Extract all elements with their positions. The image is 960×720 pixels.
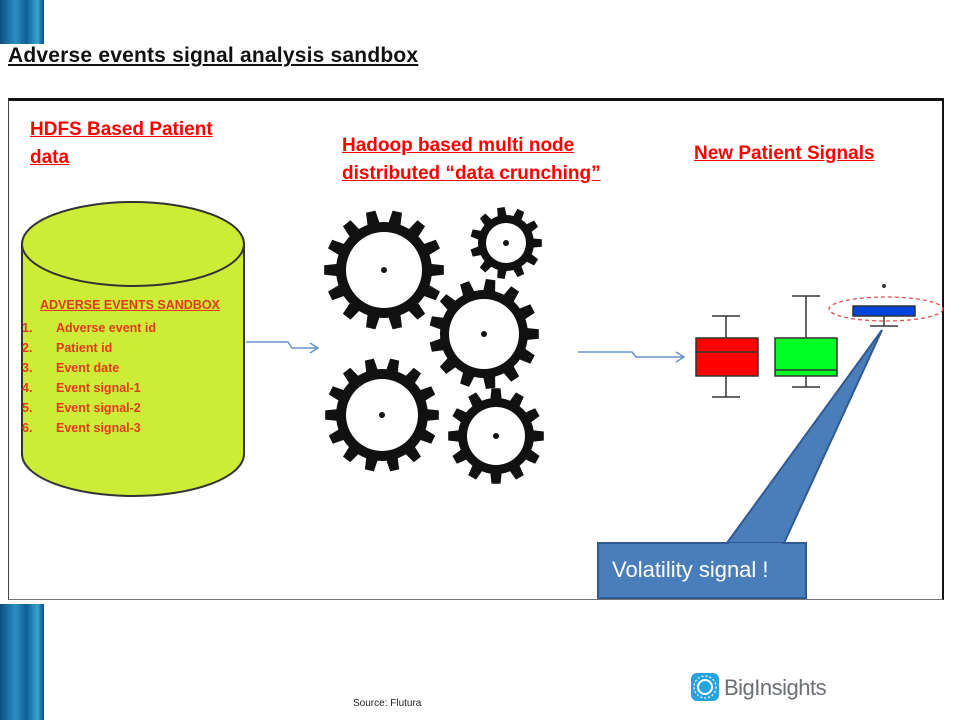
sandbox-field-number: 5.	[22, 401, 33, 415]
sandbox-field-number: 3.	[22, 361, 33, 375]
gear-axle-icon	[381, 267, 387, 273]
bottom-left-accent-strip	[0, 604, 44, 720]
top-left-accent-strip	[0, 0, 44, 44]
arrow-to-processing-icon	[246, 341, 320, 354]
hadoop-label: Hadoop based multi node distributed “dat…	[342, 132, 601, 188]
gear-axle-icon	[503, 240, 509, 246]
sandbox-field-list: 1. Adverse event id 2. Patient id 3. Event …	[22, 318, 156, 438]
sandbox-field-text: Event signal-1	[56, 381, 141, 395]
sandbox-field-item: 6. Event signal-3	[22, 418, 156, 438]
arrow-to-signals-icon	[578, 351, 686, 363]
hdfs-label-line-2: data	[30, 147, 70, 168]
sandbox-field-item: 4. Event signal-1	[22, 378, 156, 398]
sandbox-field-item: 5. Event signal-2	[22, 398, 156, 418]
hadoop-label-line-1: Hadoop based multi node	[342, 135, 575, 156]
sandbox-field-item: 2. Patient id	[22, 338, 156, 358]
green-boxplot-icon	[774, 295, 838, 388]
source-caption: Source: Flutura	[353, 698, 422, 709]
hdfs-label: HDFS Based Patient data	[30, 116, 213, 172]
callout-bubble-icon	[597, 329, 883, 599]
gear-axle-icon	[481, 331, 487, 337]
hadoop-label-line-2: distributed “data crunching”	[342, 163, 601, 184]
volatility-callout-text: Volatility signal !	[612, 557, 769, 582]
hdfs-label-line-1: HDFS Based Patient	[30, 119, 213, 140]
sandbox-field-number: 1.	[22, 321, 33, 335]
brand-logo: BigInsights	[690, 672, 827, 704]
sandbox-field-number: 2.	[22, 341, 33, 355]
sandbox-heading: ADVERSE EVENTS SANDBOX	[40, 298, 220, 312]
gears-icon	[324, 207, 544, 484]
blue-boxplot-icon	[852, 284, 916, 327]
sandbox-field-text: Event signal-3	[56, 421, 141, 435]
sandbox-field-number: 6.	[22, 421, 33, 435]
biginsights-logo-icon	[691, 673, 719, 701]
sandbox-field-text: Adverse event id	[56, 321, 157, 335]
signals-label: New Patient Signals	[694, 143, 875, 164]
sandbox-field-text: Event signal-2	[56, 401, 141, 415]
red-boxplot-icon	[695, 315, 759, 398]
highlight-ellipse-icon	[828, 296, 944, 322]
sandbox-field-item: 3. Event date	[22, 358, 156, 378]
slide-title: Adverse events signal analysis sandbox	[8, 44, 419, 67]
sandbox-field-text: Patient id	[56, 341, 113, 355]
database-cylinder-icon	[21, 201, 245, 497]
brand-name: BigInsights	[724, 675, 827, 700]
sandbox-field-item: 1. Adverse event id	[22, 318, 156, 338]
sandbox-field-number: 4.	[22, 381, 33, 395]
gear-axle-icon	[379, 412, 385, 418]
sandbox-field-text: Event date	[56, 361, 120, 375]
gear-axle-icon	[493, 433, 499, 439]
